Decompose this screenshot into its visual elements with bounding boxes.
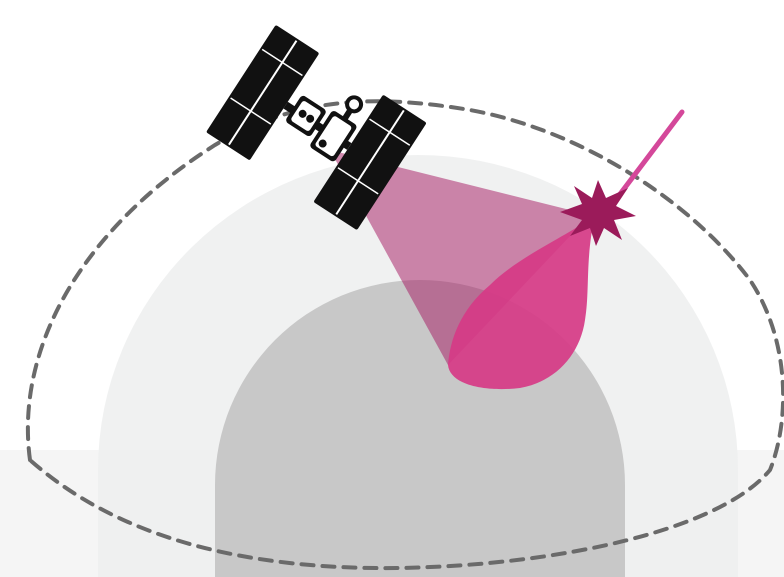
diagram-canvas bbox=[0, 0, 784, 577]
